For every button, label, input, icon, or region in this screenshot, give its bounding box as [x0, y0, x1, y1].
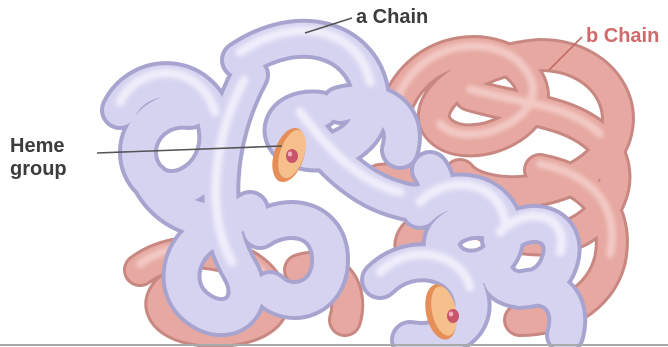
- bottom-divider: [0, 344, 668, 346]
- heme-group-label: Heme group: [10, 135, 67, 181]
- heme-label-line2: group: [10, 158, 67, 181]
- heme-label-line1: Heme: [10, 135, 67, 158]
- beta-chain-label: b Chain: [586, 25, 659, 48]
- alpha-chain-label: a Chain: [356, 6, 428, 29]
